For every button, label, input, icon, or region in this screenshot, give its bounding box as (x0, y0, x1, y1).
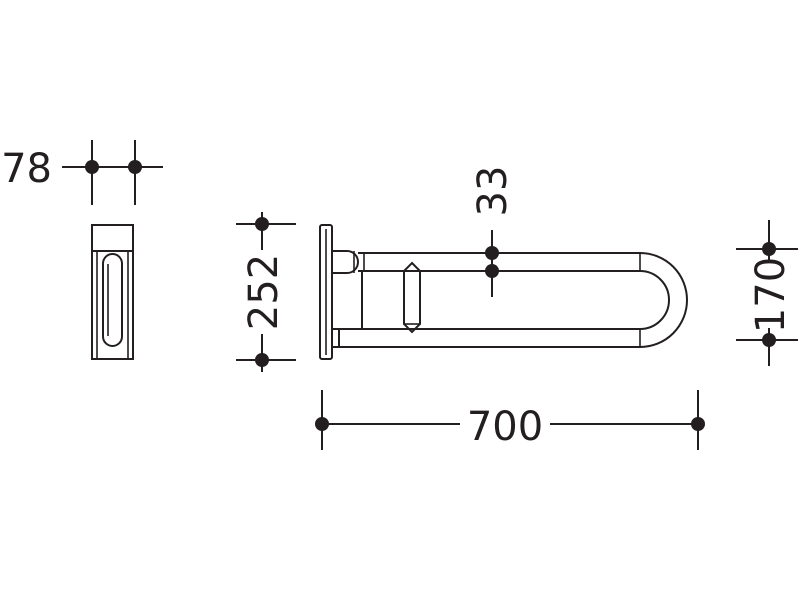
dim-33-dot-bottom (485, 264, 499, 278)
dimension-33: 33 (470, 166, 516, 297)
dim-170-dot-top (762, 242, 776, 256)
dimension-170: 170 (736, 220, 798, 366)
side-view-bar-profile (102, 253, 123, 347)
lower-mount (331, 328, 340, 348)
dim-252-dot-top (255, 217, 269, 231)
dim-700-dot-right (691, 417, 705, 431)
dim-78-label: 78 (1, 146, 52, 192)
dimension-700: 700 (315, 390, 705, 450)
hex-grip (403, 261, 421, 334)
dimension-78: 78 (1, 140, 163, 205)
wall-plate (319, 224, 333, 360)
u-bend-inner (639, 270, 670, 330)
dim-252-label: 252 (241, 254, 287, 330)
dim-78-dot-left (85, 160, 99, 174)
dim-252-dot-bottom (255, 353, 269, 367)
u-bend-outer (639, 252, 688, 348)
front-view (319, 224, 688, 360)
side-view-outline (91, 224, 134, 360)
dim-170-label: 170 (748, 257, 794, 333)
dim-170-dot-bottom (762, 333, 776, 347)
hinge-knob (333, 250, 359, 274)
dimension-252: 252 (236, 212, 296, 372)
dim-700-dot-left (315, 417, 329, 431)
dim-700-label: 700 (467, 404, 543, 450)
dim-252-label-bg (244, 250, 282, 334)
side-view (91, 224, 134, 360)
dim-33-label: 33 (470, 166, 516, 217)
dim-33-dot-top (485, 246, 499, 260)
dim-78-dot-right (128, 160, 142, 174)
dim-170-label-bg (752, 262, 786, 328)
